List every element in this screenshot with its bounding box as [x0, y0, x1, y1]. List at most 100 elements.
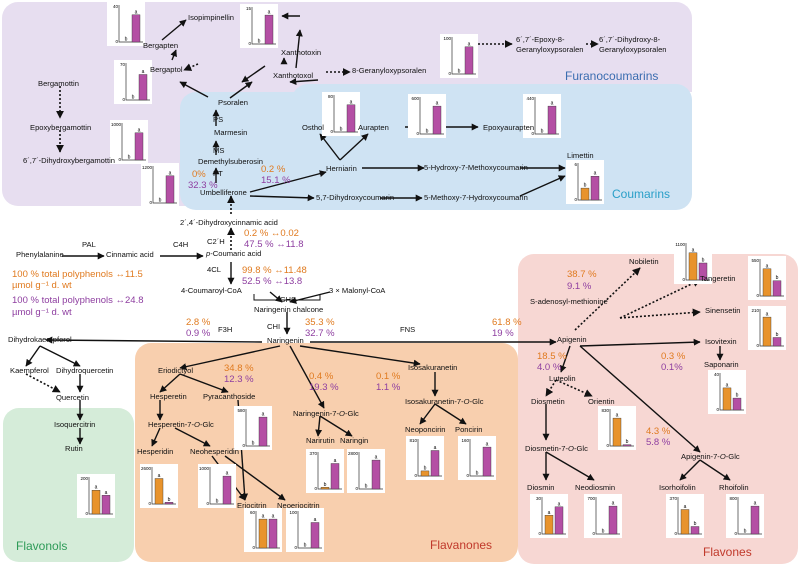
bar-chart-ymax: 440	[526, 96, 534, 101]
bar-letter-orange: b	[424, 465, 427, 471]
bar-orange	[320, 487, 330, 490]
bar-chart-ymax: 80	[328, 94, 334, 99]
bar-letter-orange: a	[158, 473, 161, 479]
bar-orange	[580, 187, 590, 201]
bar-chart-ymax: 100	[289, 510, 297, 515]
compound-luteolin: Luteolin	[549, 374, 576, 383]
bar-chart-ymax: 370	[669, 496, 677, 501]
compound-neoeriocitrin: Neoeriocitrin	[277, 501, 320, 510]
bar-letter-purple: a	[350, 99, 353, 105]
compound-epoxyaurapten: Epoxyaurapten	[483, 123, 535, 132]
p-coumaric-text: -Coumaric acid	[210, 249, 262, 258]
bar-chart-ymax: 370	[309, 451, 317, 456]
bar-letter-purple: b	[776, 275, 779, 281]
pct-fns-purple: 19 %	[492, 328, 514, 339]
compound-dihydroxycoumarin: 5,7-Dihydroxycoumarin	[316, 193, 395, 202]
bar-letter-purple: a	[558, 501, 561, 507]
pathway-arrow-18	[289, 78, 319, 86]
bar-purple	[547, 105, 557, 135]
pct-furanocoumarin-orange: 0%	[192, 169, 206, 180]
pct-fns-orange: 61.8 %	[492, 317, 522, 328]
furanocoumarins-title: Furanocoumarins	[565, 69, 659, 83]
compound-isopimpinellin: Isopimpinellin	[188, 13, 235, 22]
bar-purple	[371, 459, 381, 490]
bar-chart-y0: 0	[716, 407, 719, 412]
bar-letter-zero: b	[258, 39, 261, 45]
bar-letter-zero: b	[159, 198, 162, 204]
bar-letter-purple: a	[226, 471, 229, 477]
pathway-arrow-12	[161, 19, 187, 41]
naringenin7-glc: -Glc	[344, 409, 359, 418]
pct-4cl-purple: 52.5 % ↔13.8	[242, 276, 303, 287]
pathway-arrow-29	[319, 133, 341, 161]
compound-psoralen: Psoralen	[218, 98, 248, 107]
bar-letter-orange: a	[684, 504, 687, 510]
totals-orange-1: 100 % total polyphenols ↔11.5	[12, 269, 143, 280]
compound-neodiosmin: Neodiosmin	[575, 483, 616, 492]
compound-isovitexin: Isovitexin	[705, 337, 737, 346]
compound-limettin: Limettin	[567, 151, 594, 160]
bar-chart-y0: 0	[606, 443, 609, 448]
bar-purple	[698, 262, 708, 281]
pathway-arrow-64	[559, 345, 571, 373]
compound-kaempferol: Kaempferol	[10, 366, 49, 375]
pct-isosak-purple: 1.1 %	[376, 382, 401, 393]
compound-narirutin: Narirutin	[306, 436, 335, 445]
pathway-arrow-37	[25, 345, 41, 367]
compound-isoquercitrin: Isoquercitrin	[54, 420, 96, 429]
bar-purple	[164, 502, 174, 505]
bar-letter-purple: a	[272, 514, 275, 520]
compound-naringin: Naringin	[340, 436, 369, 445]
isosakuranetin7-glc: -Glc	[469, 397, 484, 406]
pathway-arrow-59	[574, 267, 641, 331]
bar-chart-y0: 0	[148, 501, 151, 506]
pct-dhca-purple: 47.5 % ↔11.8	[244, 239, 304, 250]
bar-letter-purple: a	[434, 445, 437, 451]
compound-apigenin-7-o-glc: Apigenin-7-O-Glc	[681, 453, 740, 461]
compound-demethylsuberosin: Demethylsuberosin	[198, 157, 263, 166]
bar-chart-ymax: 600	[411, 96, 419, 101]
bar-letter-zero: b	[458, 69, 461, 75]
bar-letter-zero: b	[125, 37, 128, 43]
bar-purple	[310, 522, 320, 549]
compound-neohesperidin: Neohesperidin	[190, 447, 239, 456]
compound-cinnamic-acid: Cinnamic acid	[106, 250, 154, 259]
compound-pyracanthoside: Pyracanthoside	[203, 392, 256, 401]
compound-quercetin: Quercetin	[56, 393, 89, 402]
pathway-arrow-66	[555, 379, 593, 397]
pct-nobiletin-orange: 38.7 %	[567, 269, 597, 280]
bar-chart-y0: 0	[85, 511, 88, 516]
pct-isovitexin-purple: 0.1%	[661, 362, 683, 373]
bar-letter-zero: b	[216, 499, 219, 505]
enzyme-chi: CHI	[267, 322, 281, 331]
bar-letter-zero: b	[744, 529, 747, 535]
bar-orange	[680, 509, 690, 535]
diosmetin7-text: Diosmetin-7-	[525, 444, 569, 453]
pct-erio-orange: 34.8 %	[224, 363, 254, 374]
bar-letter-purple: a	[486, 442, 489, 448]
pct-nar7-orange: 0.4 %	[309, 371, 334, 382]
compound-umbelliferone: Umbelliferone	[200, 188, 247, 197]
pathway-arrow-60	[619, 279, 701, 319]
enzyme-ps: PS	[213, 115, 224, 124]
pathway-arrow-9	[179, 81, 209, 98]
bar-chart-y0: 0	[122, 97, 125, 102]
compound-tangeretin: Tangeretin	[700, 274, 736, 283]
bar-letter-purple: b	[776, 332, 779, 338]
bar-purple	[165, 175, 175, 204]
bar-purple	[222, 475, 232, 505]
bar-chart-y0: 0	[538, 531, 541, 536]
bar-letter-purple: b	[736, 393, 739, 399]
pathway-arrow-70	[579, 345, 701, 453]
enzyme-chs: CHS	[280, 295, 297, 304]
